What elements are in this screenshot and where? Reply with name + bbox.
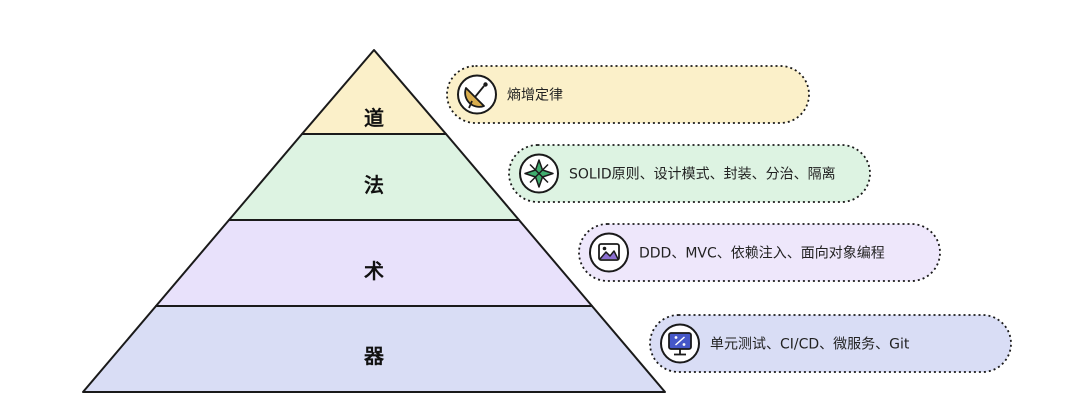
pyramid: 道 法 术 器 <box>82 49 666 393</box>
image-frame-icon <box>589 232 629 273</box>
callout-dao: 熵增定律 <box>446 65 810 124</box>
callout-fa-pill <box>508 144 871 203</box>
tier-label-fa: 法 <box>364 173 384 197</box>
tier-label-qi: 器 <box>363 344 385 368</box>
compass-star-icon <box>519 153 559 194</box>
callout-shu: DDD、MVC、依赖注入、面向对象编程 <box>578 223 941 282</box>
monitor-percent-icon <box>660 323 700 364</box>
tier-label-dao: 道 <box>364 106 384 130</box>
callout-shu-text: DDD、MVC、依赖注入、面向对象编程 <box>639 246 885 262</box>
callout-qi-pill <box>649 314 1012 373</box>
callout-dao-pill <box>446 65 810 124</box>
pyramid-tier-qi <box>82 305 666 393</box>
callout-fa: SOLID原则、设计模式、封装、分治、隔离 <box>508 144 871 203</box>
callout-shu-pill <box>578 223 941 282</box>
satellite-dish-icon <box>457 74 497 115</box>
callout-qi: 单元测试、CI/CD、微服务、Git <box>649 314 1012 373</box>
callout-qi-text: 单元测试、CI/CD、微服务、Git <box>710 337 910 353</box>
callout-dao-text: 熵增定律 <box>507 88 563 104</box>
callout-fa-text: SOLID原则、设计模式、封装、分治、隔离 <box>569 166 836 183</box>
tier-label-shu: 术 <box>364 259 384 283</box>
